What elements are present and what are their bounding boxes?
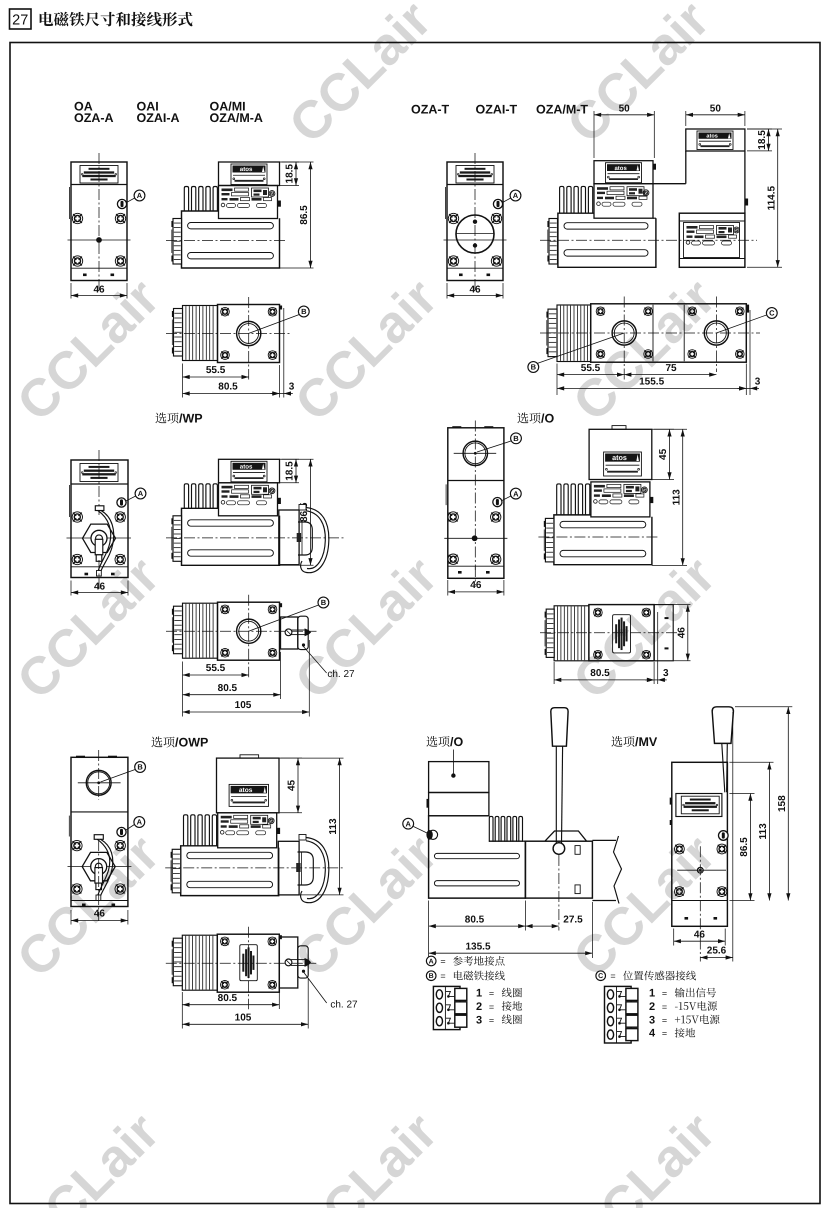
svg-text:55.5: 55.5 <box>581 363 601 374</box>
svg-text:113: 113 <box>671 489 682 506</box>
svg-text:46: 46 <box>93 284 105 295</box>
svg-text:18.5: 18.5 <box>285 164 296 184</box>
svg-text:2: 2 <box>649 1001 655 1013</box>
svg-text:=: = <box>440 956 445 966</box>
svg-text:A: A <box>137 191 143 200</box>
svg-text:135.5: 135.5 <box>465 941 490 952</box>
svg-text:55.5: 55.5 <box>206 365 226 376</box>
svg-text:1: 1 <box>649 988 655 1000</box>
svg-text:86.5: 86.5 <box>299 205 310 225</box>
svg-text:75: 75 <box>665 363 677 374</box>
svg-text:/MV: /MV <box>635 735 658 749</box>
svg-text:3: 3 <box>476 1014 482 1026</box>
svg-text:atos: atos <box>240 464 253 471</box>
svg-text:46: 46 <box>676 627 687 639</box>
svg-text:=: = <box>662 1029 667 1039</box>
svg-text:A: A <box>513 191 519 200</box>
svg-text:=: = <box>662 1015 667 1025</box>
svg-text:3: 3 <box>755 377 761 388</box>
svg-text:3: 3 <box>649 1014 655 1026</box>
svg-text:3: 3 <box>663 668 669 679</box>
svg-text:80.5: 80.5 <box>218 382 238 393</box>
svg-text:80.5: 80.5 <box>465 914 485 925</box>
svg-text:46: 46 <box>470 580 482 591</box>
svg-text:A: A <box>429 959 434 966</box>
svg-text:/WP: /WP <box>179 412 203 426</box>
svg-text:=: = <box>662 989 667 999</box>
svg-text:45: 45 <box>658 448 669 460</box>
svg-text:3: 3 <box>289 382 295 393</box>
svg-text:OZAI-T: OZAI-T <box>476 103 518 117</box>
svg-text:/O: /O <box>450 735 463 749</box>
svg-text:4: 4 <box>649 1028 656 1040</box>
svg-text:80.5: 80.5 <box>218 993 238 1004</box>
svg-text:86.5: 86.5 <box>299 502 310 522</box>
svg-text:55.5: 55.5 <box>206 663 226 674</box>
svg-text:=: = <box>489 1002 494 1012</box>
svg-text:114.5: 114.5 <box>766 185 777 210</box>
svg-text:B: B <box>321 598 327 607</box>
svg-text:A: A <box>137 818 143 827</box>
svg-text:atos: atos <box>612 453 627 462</box>
svg-text:A: A <box>405 819 411 828</box>
svg-text:46: 46 <box>94 909 106 920</box>
svg-text:2: 2 <box>476 1001 482 1013</box>
svg-text:B: B <box>137 763 143 772</box>
svg-text:OAI: OAI <box>137 100 159 114</box>
svg-text:/OWP: /OWP <box>175 736 208 750</box>
svg-text:=: = <box>610 971 615 981</box>
svg-text:OZA-T: OZA-T <box>411 103 450 117</box>
svg-text:B: B <box>301 307 307 316</box>
svg-text:18.5: 18.5 <box>285 461 296 481</box>
svg-text:atos: atos <box>614 166 627 172</box>
svg-text:OZA/M-T: OZA/M-T <box>536 103 588 117</box>
svg-text:/O: /O <box>541 412 554 426</box>
svg-text:113: 113 <box>328 818 339 835</box>
svg-text:OZAI-A: OZAI-A <box>137 111 180 125</box>
svg-text:ch. 27: ch. 27 <box>327 669 355 680</box>
svg-text:27: 27 <box>12 13 28 29</box>
svg-text:80.5: 80.5 <box>590 668 610 679</box>
svg-text:27.5: 27.5 <box>563 914 583 925</box>
svg-text:18.5: 18.5 <box>757 130 768 150</box>
svg-text:OA: OA <box>74 100 93 114</box>
svg-text:46: 46 <box>94 581 106 592</box>
svg-text:B: B <box>429 973 434 980</box>
svg-text:OZA/M-A: OZA/M-A <box>210 111 263 125</box>
svg-text:C: C <box>598 973 603 980</box>
svg-text:=: = <box>489 1015 494 1025</box>
svg-text:46: 46 <box>469 284 481 295</box>
svg-text:=: = <box>440 971 445 981</box>
svg-text:OA/MI: OA/MI <box>210 100 246 114</box>
svg-text:46: 46 <box>694 929 706 940</box>
svg-text:A: A <box>138 489 144 498</box>
svg-text:=: = <box>662 1002 667 1012</box>
svg-text:113: 113 <box>758 823 769 840</box>
svg-text:ch. 27: ch. 27 <box>330 1000 358 1011</box>
svg-text:45: 45 <box>287 779 298 791</box>
svg-text:80.5: 80.5 <box>218 683 238 694</box>
svg-text:158: 158 <box>777 795 788 812</box>
svg-text:155.5: 155.5 <box>639 377 664 388</box>
svg-text:86.5: 86.5 <box>739 837 750 857</box>
svg-text:=: = <box>489 989 494 999</box>
svg-text:B: B <box>531 363 537 372</box>
svg-text:atos: atos <box>239 787 253 794</box>
svg-text:B: B <box>513 434 519 443</box>
svg-text:25.6: 25.6 <box>707 946 727 957</box>
svg-text:OZA-A: OZA-A <box>74 111 114 125</box>
svg-text:C: C <box>769 309 775 318</box>
svg-text:50: 50 <box>619 104 631 115</box>
svg-text:atos: atos <box>706 134 717 140</box>
svg-text:atos: atos <box>240 166 253 173</box>
svg-text:105: 105 <box>235 700 252 711</box>
svg-text:1: 1 <box>476 988 482 1000</box>
svg-text:A: A <box>513 489 519 498</box>
svg-text:105: 105 <box>235 1013 252 1024</box>
svg-text:50: 50 <box>710 104 722 115</box>
